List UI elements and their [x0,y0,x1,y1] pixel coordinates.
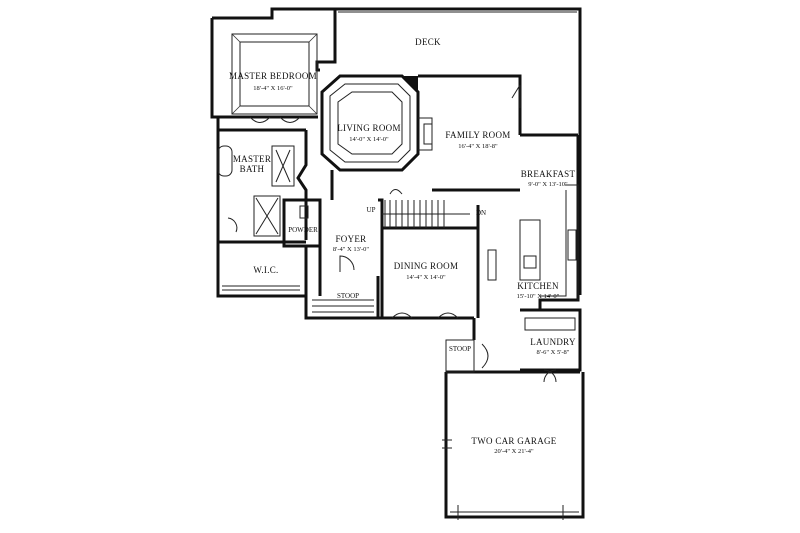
room-labels: DECK MASTER BEDROOM 18'-4" X 16'-0" LIVI… [229,37,576,455]
foyer-dims: 8'-4" X 13'-0" [333,246,370,253]
wic-label: W.I.C. [253,265,278,275]
kitchen-label: KITCHEN [517,281,559,291]
master-bedroom-tray [215,33,318,123]
master-bedroom-label: MASTER BEDROOM [229,71,317,81]
family-room-label: FAMILY ROOM [445,130,510,140]
living-room-dims: 14'-0" X 14'-0" [349,136,389,143]
deck-label: DECK [415,37,441,47]
garage-dims: 20'-4" X 21'-4" [494,448,534,455]
stair-down-label: DN [476,209,486,217]
breakfast-label: BREAKFAST [521,169,576,179]
stair-up-label: UP [367,206,376,214]
side-stoop-label: STOOP [449,345,471,353]
family-room-dims: 16'-4" X 18'-8" [458,143,498,150]
master-bath-label-line2: BATH [240,164,265,174]
dining-room-label: DINING ROOM [394,261,459,271]
dining-room-dims: 14'-4" X 14'-0" [406,274,446,281]
master-bath-label-line1: MASTER [233,154,271,164]
living-room-label: LIVING ROOM [337,123,401,133]
interior-walls [217,74,579,449]
garage-label: TWO CAR GARAGE [471,436,556,446]
master-bedroom-dims: 18'-4" X 16'-0" [253,85,293,92]
foyer-label: FOYER [335,234,366,244]
living-room-octagon [320,74,433,172]
powder-label: POWDER [288,226,318,234]
laundry-label: LAUNDRY [530,337,576,347]
breakfast-dims: 9'-0" X 13'-10" [528,181,568,188]
kitchen-dims: 15'-10" X 14'-0" [517,293,560,300]
front-stoop-label: STOOP [337,292,359,300]
laundry-dims: 8'-6" X 5'-8" [537,349,570,356]
